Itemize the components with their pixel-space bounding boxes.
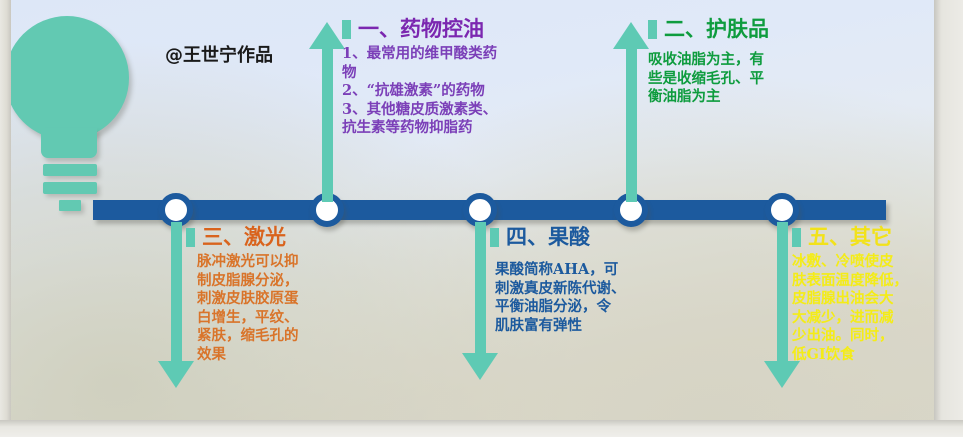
heading-marker-icon (186, 228, 195, 247)
arrow-down-icon-5 (764, 222, 800, 388)
arrow-head (309, 22, 345, 49)
arrow-shaft (626, 46, 637, 202)
section-3-heading: 三、激光 (186, 225, 336, 249)
slide-frame-bottom (0, 420, 963, 437)
lightbulb-ring-2 (43, 182, 97, 194)
section-2-heading: 二、护肤品 (648, 17, 808, 41)
section-1-heading: 一、药物控油 (342, 17, 557, 41)
arrow-up-icon-1 (309, 22, 345, 202)
section-5-heading-text: 五、其它 (808, 225, 892, 249)
slide-frame-right (934, 0, 963, 437)
section-4-heading: 四、果酸 (490, 225, 675, 249)
heading-marker-icon (648, 20, 657, 39)
section-1-heading-text: 一、药物控油 (358, 17, 484, 41)
timeline-node-3[interactable] (463, 193, 497, 227)
section-4-heading-text: 四、果酸 (506, 225, 590, 249)
arrow-shaft (777, 222, 788, 364)
arrow-shaft (171, 222, 182, 364)
section-1-body: 1、最常用的维甲酸类药 物 2、“抗雄激素”的药物 3、其他糖皮质激素类、 抗生… (342, 45, 498, 137)
section-4: 四、果酸 果酸简称AHA，可 刺激真皮新陈代谢、 平衡油脂分泌，令 肌肤富有弹性 (490, 225, 675, 335)
section-4-body: 果酸简称AHA，可 刺激真皮新陈代谢、 平衡油脂分泌，令 肌肤富有弹性 (495, 261, 626, 334)
heading-marker-icon (792, 228, 801, 247)
arrow-head (158, 361, 194, 388)
section-2-body: 吸收油脂为主，有 些是收缩毛孔、平 衡油脂为主 (648, 51, 764, 106)
heading-marker-icon (490, 228, 499, 247)
section-1: 一、药物控油 1、最常用的维甲酸类药 物 2、“抗雄激素”的药物 3、其他糖皮质… (342, 17, 557, 138)
section-3-heading-text: 三、激光 (202, 225, 286, 249)
section-2: 二、护肤品 吸收油脂为主，有 些是收缩毛孔、平 衡油脂为主 (648, 17, 808, 107)
arrow-shaft (322, 46, 333, 202)
arrow-head (613, 22, 649, 49)
section-3-body: 脉冲激光可以抑 制皮脂腺分泌， 刺激皮肤胶原蛋 白增生，平纹、 紧肤，缩毛孔的 … (197, 253, 299, 363)
arrow-up-icon-2 (613, 22, 649, 202)
section-5: 五、其它 冰敷、冷喷使皮 肤表面温度降低， 皮脂腺出油会大 大减少，进而减 少出… (792, 225, 934, 364)
lightbulb-base (59, 200, 81, 211)
arrow-down-icon-3 (158, 222, 194, 388)
lightbulb-icon (11, 16, 137, 222)
arrow-head (764, 361, 800, 388)
arrow-down-icon-4 (462, 222, 498, 380)
watermark-label: @王世宁作品 (165, 45, 273, 66)
lightbulb-globe (11, 16, 129, 140)
arrow-shaft (475, 222, 486, 356)
lightbulb-ring-1 (43, 164, 97, 176)
arrow-head (462, 353, 498, 380)
section-5-body: 冰敷、冷喷使皮 肤表面温度降低， 皮脂腺出油会大 大减少，进而减 少出油。同时，… (792, 253, 908, 363)
section-2-heading-text: 二、护肤品 (664, 17, 769, 41)
lightbulb-neck (41, 128, 97, 158)
slide-content: @王世宁作品 (11, 0, 934, 420)
slide-frame-left (0, 0, 11, 437)
section-3: 三、激光 脉冲激光可以抑 制皮脂腺分泌， 刺激皮肤胶原蛋 白增生，平纹、 紧肤，… (186, 225, 336, 364)
section-5-heading: 五、其它 (792, 225, 934, 249)
heading-marker-icon (342, 20, 351, 39)
